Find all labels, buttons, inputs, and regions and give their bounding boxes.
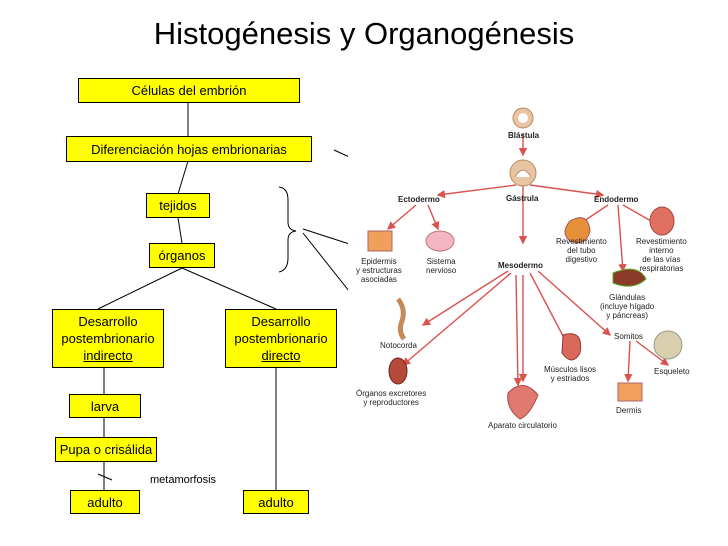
glands-line1: Glándulas — [609, 293, 646, 302]
excretory-line2: y reproductores — [363, 398, 419, 407]
tissues-label: tejidos — [159, 198, 197, 213]
respiratory-line4: respiratorias — [639, 264, 684, 273]
glands-line2: (incluye hígado — [600, 302, 655, 311]
larva-box: larva — [69, 394, 141, 418]
cells-box: Células del embrión — [78, 78, 300, 103]
gastrula-label: Gástrula — [506, 194, 539, 203]
muscle-image — [561, 333, 582, 361]
adult-right-label: adulto — [258, 494, 294, 510]
muscles-line1: Músculos lisos — [544, 365, 597, 374]
glands-label: Glándulas (incluye hígado y páncreas) — [600, 293, 654, 320]
epidermis-label: Epidermis y estructuras asociadas — [356, 257, 402, 284]
epidermis-line2: y estructuras — [356, 266, 402, 275]
adult-right-box: adulto — [243, 490, 309, 514]
adult-left-label: adulto — [87, 494, 123, 510]
direct-line1: Desarrollo — [251, 314, 311, 329]
lungs-image — [649, 206, 675, 236]
direct-line2: postembrionario — [234, 331, 328, 346]
brain-image — [425, 230, 455, 252]
stomach-image — [564, 217, 591, 244]
nervous-line2: nervioso — [426, 266, 457, 275]
notochord-label: Notocorda — [380, 341, 417, 350]
blastula-label: Blástula — [508, 131, 540, 140]
heart-image — [507, 385, 539, 420]
kidney-image — [388, 357, 408, 385]
excretory-line1: Órganos excretores — [356, 389, 427, 398]
respiratory-line2: interno — [649, 246, 674, 255]
respiratory-lining-label: Revestimiento interno de las vías respir… — [636, 237, 687, 273]
cells-label: Células del embrión — [131, 83, 247, 98]
respiratory-line1: Revestimiento — [636, 237, 687, 246]
pupa-box: Pupa o crisálida — [55, 437, 157, 462]
skeleton-label: Esqueleto — [654, 367, 690, 376]
indirect-development-box: Desarrollo postembrionario indirecto — [52, 309, 164, 368]
respiratory-line3: de las vías — [642, 255, 681, 264]
nervous-system-label: Sistema nervioso — [426, 257, 456, 275]
dermis-label: Dermis — [616, 406, 642, 415]
digestive-line1: Revestimiento — [556, 237, 607, 246]
excretory-organs-label: Órganos excretores y reproductores — [356, 389, 426, 407]
skull-image — [653, 330, 683, 360]
digestive-lining-label: Revestimiento del tubo digestivo — [556, 237, 607, 264]
germ-layers-drawing — [367, 107, 683, 420]
metamorphosis-label: metamorfosis — [150, 474, 217, 486]
endoderm-label: Endodermo — [594, 195, 639, 204]
epidermis-line3: asociadas — [360, 275, 397, 284]
circulatory-label: Aparato circulatorio — [488, 421, 557, 430]
notochord-image — [395, 297, 407, 341]
page-title: Histogénesis y Organogénesis — [153, 16, 575, 51]
germ-layers-figure: Blástula Gástrula Ectodermo Endodermo Me… — [348, 103, 700, 443]
muscles-label: Músculos lisos y estriados — [544, 365, 596, 383]
adult-left-box: adulto — [70, 490, 140, 514]
organs-box: órganos — [149, 243, 215, 268]
ectoderm-label: Ectodermo — [398, 195, 440, 204]
somites-label: Somitos — [614, 332, 643, 341]
direct-development-box: Desarrollo postembrionario directo — [225, 309, 337, 368]
mesoderm-label: Mesodermo — [498, 261, 543, 270]
muscles-line2: y estriados — [550, 374, 590, 383]
organs-label: órganos — [158, 248, 206, 263]
epidermis-image — [367, 230, 393, 252]
differentiation-label: Diferenciación hojas embrionarias — [91, 141, 287, 157]
digestive-line3: digestivo — [565, 255, 598, 264]
direct-line3: directo — [261, 348, 301, 363]
indirect-line2: postembrionario — [61, 331, 155, 346]
differentiation-box: Diferenciación hojas embrionarias — [66, 136, 312, 162]
nervous-line1: Sistema — [426, 257, 456, 266]
larva-label: larva — [90, 398, 120, 414]
epidermis-line1: Epidermis — [361, 257, 397, 266]
tissues-box: tejidos — [146, 193, 210, 218]
indirect-line3: indirecto — [83, 348, 133, 363]
liver-image — [612, 268, 647, 287]
pupa-label: Pupa o crisálida — [59, 442, 153, 457]
glands-line3: y páncreas) — [606, 311, 649, 320]
indirect-line1: Desarrollo — [78, 314, 138, 329]
dermis-image — [617, 382, 643, 402]
digestive-line2: del tubo — [567, 246, 596, 255]
